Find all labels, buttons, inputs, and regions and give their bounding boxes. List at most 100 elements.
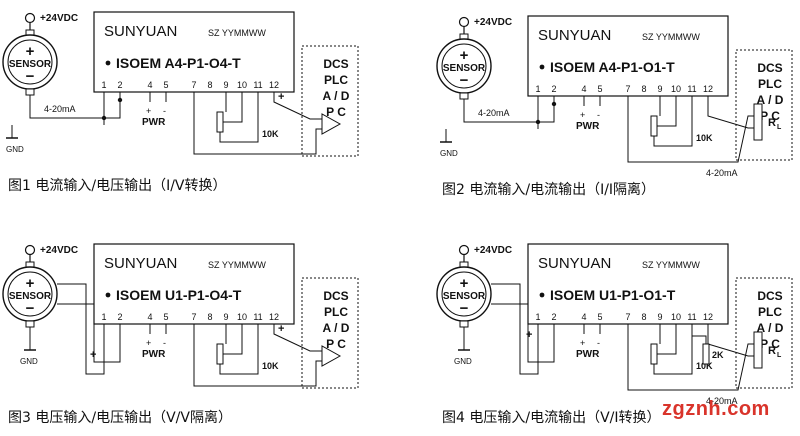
supply-terminal-icon bbox=[24, 244, 36, 256]
pin-number: 1 bbox=[535, 84, 540, 94]
supply-terminal-icon bbox=[24, 12, 36, 24]
pin-number: 10 bbox=[671, 312, 681, 322]
module-brand: SUNYUAN bbox=[538, 255, 611, 272]
dcs-label: DCS bbox=[323, 289, 348, 303]
load-resistor-label: R bbox=[768, 345, 776, 357]
gnd-label: GND bbox=[20, 357, 38, 366]
trim-pot2-resistor bbox=[702, 343, 710, 365]
output-wire-minus bbox=[193, 324, 322, 387]
panel-caption: 图4 电压输入/电流输出（V/I转换） bbox=[442, 409, 661, 426]
pwr-minus: - bbox=[597, 338, 600, 348]
sensor-icon bbox=[441, 271, 487, 317]
pin-number: 5 bbox=[597, 84, 602, 94]
supply-terminal-icon bbox=[458, 16, 470, 28]
pin-number: 2 bbox=[551, 312, 556, 322]
junction-dot bbox=[101, 115, 107, 121]
pwr-label: PWR bbox=[576, 121, 600, 132]
pin-number: 12 bbox=[703, 312, 713, 322]
dcs-label: A / D bbox=[323, 89, 350, 103]
sensor-base bbox=[25, 320, 35, 328]
panel-caption: 图2 电流输入/电流输出（I/I隔离） bbox=[442, 181, 655, 198]
pwr-plus: + bbox=[580, 338, 585, 348]
pin-number: 9 bbox=[223, 80, 228, 90]
module-date-code: SZ YYMMWW bbox=[642, 260, 700, 270]
isolator-module bbox=[527, 243, 729, 325]
pin-number: 11 bbox=[687, 312, 696, 322]
dcs-label: P C bbox=[326, 337, 346, 351]
input-wire-loop bbox=[29, 92, 121, 119]
trim-pot-resistor bbox=[216, 343, 224, 365]
isolator-module bbox=[93, 243, 295, 325]
sensor-icon bbox=[441, 43, 487, 89]
input-wire-loop bbox=[463, 96, 555, 123]
module-dot bbox=[539, 292, 545, 298]
module-date-code: SZ YYMMWW bbox=[642, 32, 700, 42]
adc-amplifier-icon bbox=[321, 345, 342, 367]
sensor-icon bbox=[7, 271, 53, 317]
dcs-label: DCS bbox=[323, 57, 348, 71]
pin-number: 12 bbox=[269, 312, 279, 322]
pin-number: 11 bbox=[687, 84, 696, 94]
pin-number: 8 bbox=[207, 312, 212, 322]
output-wire-minus bbox=[627, 324, 754, 391]
pwr-plus: + bbox=[146, 106, 151, 116]
pin-number: 7 bbox=[191, 80, 196, 90]
pin-number: 2 bbox=[117, 312, 122, 322]
pin-number: 10 bbox=[237, 312, 247, 322]
dcs-label: PLC bbox=[758, 77, 782, 91]
pot-label: 10K bbox=[696, 361, 713, 371]
input-wire-minus bbox=[57, 303, 121, 363]
pot-bottom-wire bbox=[219, 324, 259, 375]
dcs-label: A / D bbox=[323, 321, 350, 335]
pin-number: 1 bbox=[101, 312, 106, 322]
pin-number: 12 bbox=[703, 84, 713, 94]
isolator-module bbox=[93, 11, 295, 93]
dcs-label: DCS bbox=[757, 61, 782, 75]
module-brand: SUNYUAN bbox=[104, 255, 177, 272]
load-resistor-label: R bbox=[768, 117, 776, 129]
dcs-label: P C bbox=[760, 337, 780, 351]
pot-wiper-wire bbox=[657, 96, 677, 127]
pot-wiper-wire bbox=[223, 92, 243, 123]
pin-number: 7 bbox=[625, 312, 630, 322]
pot2-wire bbox=[692, 335, 707, 344]
trim-pot-resistor bbox=[650, 343, 658, 365]
module-dot bbox=[539, 64, 545, 70]
input-wire-plus bbox=[491, 283, 539, 375]
pwr-minus: - bbox=[597, 110, 600, 120]
module-model: ISOEM U1-P1-O1-T bbox=[550, 287, 676, 303]
sensor-minus: − bbox=[26, 300, 35, 317]
panel-caption: 图3 电压输入/电压输出（V/V隔离） bbox=[8, 409, 232, 426]
module-date-code: SZ YYMMWW bbox=[208, 260, 266, 270]
sensor-icon bbox=[7, 39, 53, 85]
junction-dot bbox=[117, 97, 123, 103]
pin-number: 8 bbox=[641, 84, 646, 94]
sensor-plus: + bbox=[26, 43, 35, 60]
module-model: ISOEM A4-P1-O1-T bbox=[550, 59, 675, 75]
pin-number: 7 bbox=[625, 84, 630, 94]
adc-amplifier-icon bbox=[321, 113, 342, 135]
sensor-label: SENSOR bbox=[443, 63, 486, 74]
dcs-box bbox=[735, 49, 793, 161]
trim-pot-resistor bbox=[650, 115, 658, 137]
pin-number: 12 bbox=[269, 80, 279, 90]
pin-number: 1 bbox=[535, 312, 540, 322]
load-resistor-subscript: L bbox=[777, 352, 782, 359]
gnd-label: GND bbox=[454, 357, 472, 366]
input-current-label: 4-20mA bbox=[44, 104, 76, 114]
supply-terminal-icon bbox=[458, 244, 470, 256]
supply-label: +24VDC bbox=[40, 13, 78, 24]
load-resistor-subscript: L bbox=[777, 124, 782, 131]
dcs-label: A / D bbox=[757, 93, 784, 107]
pin-number: 4 bbox=[147, 312, 152, 322]
dcs-label: A / D bbox=[757, 321, 784, 335]
junction-dot bbox=[535, 119, 541, 125]
junction-dot bbox=[551, 101, 557, 107]
pwr-label: PWR bbox=[142, 117, 166, 128]
pin-number: 2 bbox=[551, 84, 556, 94]
pot-bottom-wire bbox=[653, 324, 693, 375]
output-current-label: 4-20mA bbox=[706, 168, 738, 178]
pin-number: 4 bbox=[147, 80, 152, 90]
